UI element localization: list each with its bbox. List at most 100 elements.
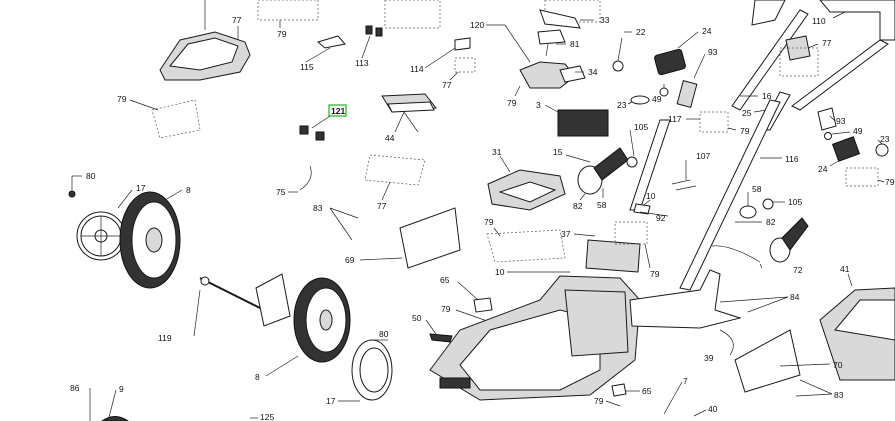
callout-17-b: 17 — [326, 396, 336, 406]
handle-bar-left — [731, 9, 811, 111]
washer-49-b — [824, 131, 851, 140]
callout-79-i: 79 — [594, 396, 604, 406]
callout-49: 49 — [652, 94, 662, 104]
callout-72: 72 — [793, 265, 803, 275]
callout-34: 34 — [588, 67, 598, 77]
callout-58-b: 58 — [752, 184, 762, 194]
adjuster-44 — [381, 93, 437, 133]
clips-113 — [361, 25, 383, 59]
callout-81: 81 — [570, 39, 580, 49]
callout-77-c: 77 — [822, 38, 832, 48]
screws-77-c — [779, 43, 819, 77]
screws-79-d — [845, 167, 885, 187]
callout-79-c: 79 — [740, 126, 750, 136]
callout-22: 22 — [636, 27, 646, 37]
callout-9: 9 — [119, 384, 124, 394]
grass-chute — [629, 269, 742, 329]
connector-121 — [299, 125, 325, 141]
highlight-box — [328, 104, 347, 117]
callout-92: 92 — [656, 213, 666, 223]
callout-79-d: 79 — [885, 177, 895, 187]
cable-72 — [711, 245, 763, 269]
callout-65: 65 — [440, 275, 450, 285]
washer-49 — [659, 84, 669, 97]
washer-23 — [627, 95, 650, 105]
screws-79-h — [455, 309, 491, 323]
cable-39 — [719, 329, 734, 356]
callout-83-b: 83 — [834, 390, 844, 400]
callout-50: 50 — [412, 313, 422, 323]
callout-82-b: 82 — [766, 217, 776, 227]
callout-80-b: 80 — [379, 329, 389, 339]
screw-set-79-g — [614, 221, 651, 269]
housing-37 — [573, 233, 641, 273]
callout-23-b: 23 — [880, 134, 890, 144]
battery-24 — [654, 31, 699, 76]
motor-15 — [565, 147, 629, 201]
knob-105 — [626, 129, 638, 168]
callout-31: 31 — [492, 147, 502, 157]
control-board-3 — [544, 104, 609, 137]
callout-79-b: 79 — [507, 98, 517, 108]
deck-41 — [819, 273, 895, 381]
callout-69: 69 — [345, 255, 355, 265]
callout-82: 82 — [573, 201, 583, 211]
callout-33: 33 — [600, 15, 610, 25]
callout-115: 115 — [300, 62, 314, 72]
callout-15: 15 — [553, 147, 563, 157]
bracket-69 — [359, 207, 461, 269]
callout-105-b: 105 — [788, 197, 802, 207]
callout-24-b: 24 — [818, 164, 828, 174]
callout-77-d: 77 — [377, 201, 387, 211]
callout-25: 25 — [742, 108, 752, 118]
callout-86: 86 — [70, 383, 80, 393]
plate-70 — [734, 329, 831, 393]
callout-83: 83 — [313, 203, 323, 213]
callout-77: 77 — [232, 15, 242, 25]
callout-17: 17 — [136, 183, 146, 193]
bracket-65 — [457, 281, 493, 313]
screw-set-79 — [257, 0, 319, 28]
cover-31 — [487, 155, 566, 211]
wheel-8 — [119, 189, 183, 289]
callout-80: 80 — [86, 171, 96, 181]
callout-79-h: 79 — [441, 304, 451, 314]
callout-24: 24 — [702, 26, 712, 36]
screws-79-c — [699, 111, 737, 133]
callout-23: 23 — [617, 100, 627, 110]
callout-16: 16 — [762, 91, 772, 101]
callout-79-e: 79 — [117, 94, 127, 104]
callout-113: 113 — [355, 58, 369, 68]
callout-116: 116 — [785, 154, 799, 164]
callout-65-b: 65 — [642, 386, 652, 396]
callout-120: 120 — [470, 20, 484, 30]
callout-84: 84 — [790, 292, 800, 302]
callout-70: 70 — [833, 360, 843, 370]
callout-93-b: 93 — [836, 116, 846, 126]
callout-44: 44 — [385, 133, 395, 143]
callout-10: 10 — [646, 191, 656, 201]
callout-41: 41 — [840, 264, 850, 274]
nut-80 — [68, 175, 82, 198]
callout-110: 110 — [812, 16, 826, 26]
callout-10-b: 10 — [495, 267, 505, 277]
callout-39: 39 — [704, 353, 714, 363]
washer-23-b — [875, 139, 889, 157]
callout-40: 40 — [708, 404, 718, 414]
callout-107: 107 — [696, 151, 710, 161]
highlighted-callout-121: 121 — [311, 104, 347, 129]
callout-121: 121 — [331, 106, 345, 116]
switch-93-b — [817, 107, 837, 131]
callout-125: 125 — [260, 412, 274, 421]
lower-handle-116 — [629, 99, 782, 291]
rear-wheel-8 — [265, 277, 351, 377]
key-22 — [612, 31, 632, 72]
callout-77-b: 77 — [442, 80, 452, 90]
battery-24-b — [829, 136, 861, 167]
lever-33 — [539, 9, 594, 29]
callout-119: 119 — [158, 333, 172, 343]
callout-75: 75 — [276, 187, 286, 197]
callout-58: 58 — [597, 200, 607, 210]
callout-7: 7 — [683, 376, 688, 386]
